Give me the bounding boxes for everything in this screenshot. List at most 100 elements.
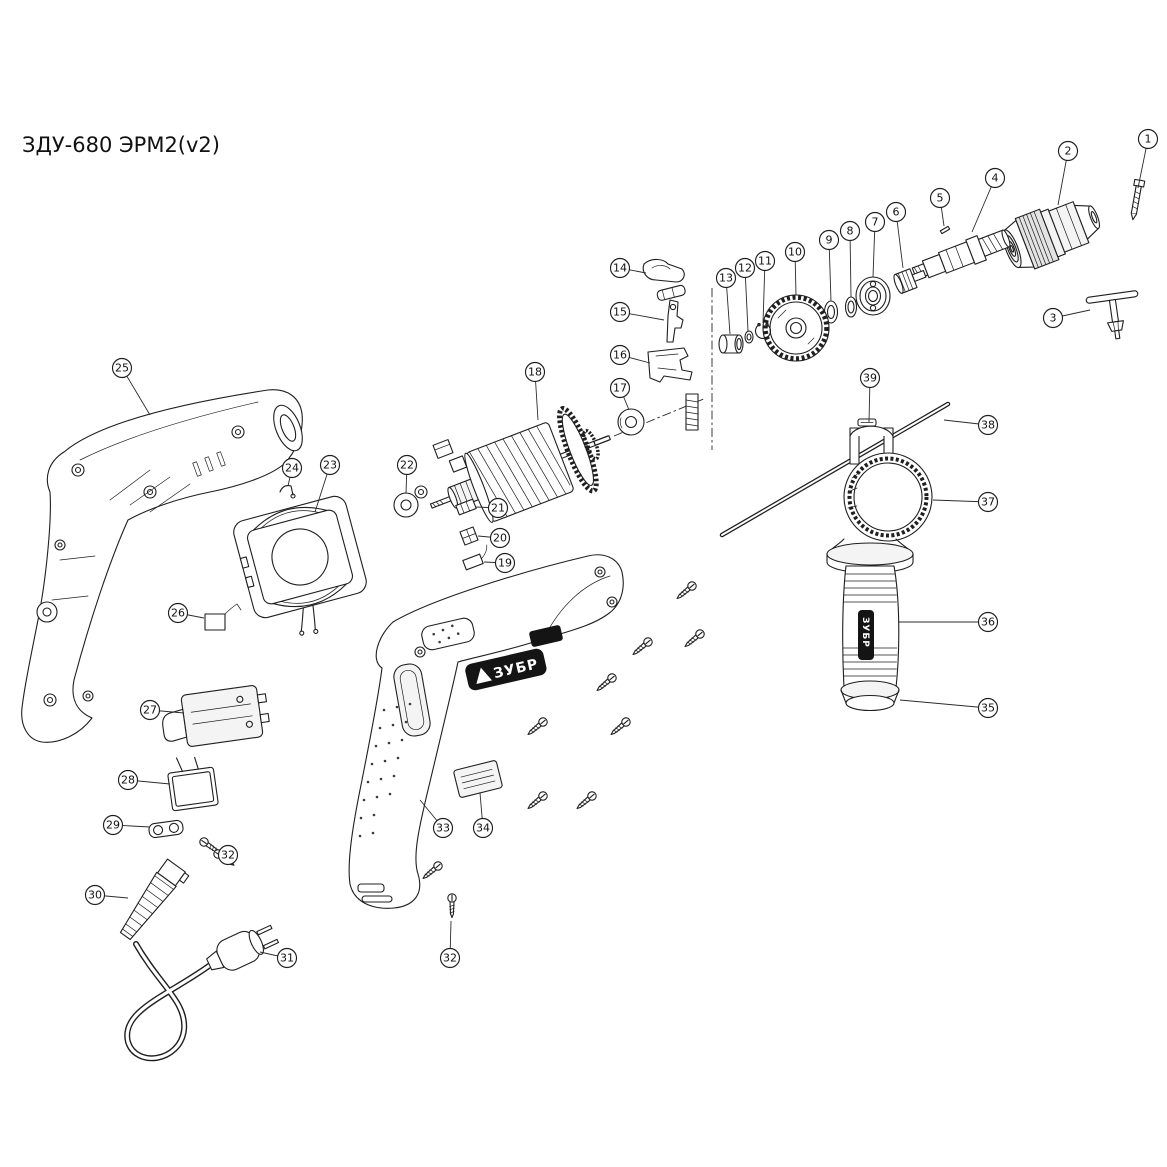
svg-text:3: 3 [1050, 312, 1057, 325]
callout-1: 1 [1137, 128, 1159, 150]
screw-housing-2 [629, 635, 655, 659]
mode-selector-bracket [647, 347, 693, 383]
power-plug [206, 924, 280, 971]
handle-end-cap [840, 680, 900, 712]
callout-14: 14 [609, 257, 631, 279]
svg-text:29: 29 [106, 819, 120, 832]
callout-24: 24 [281, 457, 303, 479]
screw-housing-8 [524, 789, 550, 813]
callout-leader-35 [899, 699, 989, 709]
callout-31: 31 [276, 947, 298, 969]
svg-text:23: 23 [323, 459, 337, 472]
callout-2: 2 [1057, 140, 1079, 162]
callout-17: 17 [609, 377, 631, 399]
callout-32: 32 [217, 844, 239, 866]
stator [233, 495, 367, 636]
svg-text:32: 32 [443, 952, 457, 965]
svg-text:33: 33 [436, 822, 450, 835]
stator-clip [279, 485, 296, 499]
svg-text:8: 8 [847, 225, 854, 238]
svg-text:28: 28 [121, 774, 135, 787]
svg-text:17: 17 [613, 382, 627, 395]
capacitor [167, 756, 219, 812]
svg-text:4: 4 [992, 172, 999, 185]
callout-33: 33 [432, 817, 454, 839]
svg-text:27: 27 [143, 704, 157, 717]
svg-text:15: 15 [613, 306, 627, 319]
selector-spring [685, 393, 699, 431]
svg-text:25: 25 [115, 362, 129, 375]
svg-text:9: 9 [826, 234, 833, 247]
power-cord [124, 941, 216, 1062]
callout-16: 16 [609, 344, 631, 366]
callout-25: 25 [111, 357, 133, 379]
callout-19: 19 [494, 552, 516, 574]
spacer-ring [617, 408, 645, 436]
callout-5: 5 [929, 187, 951, 209]
callout-layer: 1234567891011121314151617181920212223242… [84, 128, 1159, 969]
clamp-bracket [849, 418, 894, 465]
screw-housing-4 [593, 671, 619, 695]
screw-housing-5 [524, 715, 550, 739]
callout-30: 30 [84, 884, 106, 906]
screw-bottom [447, 893, 457, 919]
callout-21: 21 [487, 497, 509, 519]
callout-22: 22 [396, 454, 418, 476]
svg-text:30: 30 [88, 889, 102, 902]
callout-12: 12 [734, 257, 756, 279]
depth-rod [719, 401, 951, 538]
screw-housing-9 [419, 859, 445, 883]
callout-9: 9 [818, 229, 840, 251]
callout-20: 20 [489, 527, 511, 549]
callout-3: 3 [1042, 307, 1064, 329]
callout-37: 37 [977, 491, 999, 513]
screw-housing-3 [681, 627, 707, 651]
brand-label: ЗУБР [465, 648, 547, 691]
svg-text:37: 37 [981, 496, 995, 509]
svg-text:12: 12 [738, 262, 752, 275]
impact-cam-pair [642, 258, 686, 301]
armature [429, 406, 611, 523]
svg-text:6: 6 [893, 206, 900, 219]
hammer-lever [666, 299, 684, 343]
callout-leader-9 [828, 239, 832, 302]
callout-leader-8 [849, 230, 852, 298]
svg-text:32: 32 [221, 849, 235, 862]
diagram-title: ЗДУ-680 ЭРМ2(v2) [22, 133, 220, 157]
cable-clamp [148, 819, 184, 839]
callout-28: 28 [117, 769, 139, 791]
svg-text:7: 7 [872, 216, 879, 229]
svg-text:34: 34 [476, 822, 490, 835]
armature-bearing-washers [393, 485, 428, 518]
callout-38: 38 [977, 414, 999, 436]
handle-brand-label [858, 610, 874, 660]
svg-text:14: 14 [613, 262, 627, 275]
ball-bearing [855, 276, 891, 316]
svg-text:11: 11 [758, 255, 772, 268]
svg-text:20: 20 [493, 532, 507, 545]
carbon-brush [204, 603, 242, 631]
trigger-switch [162, 685, 270, 747]
handle-grip: ЗУБР [842, 565, 900, 689]
svg-text:22: 22 [400, 459, 414, 472]
housing-right-half: ЗУБР [348, 554, 624, 909]
svg-text:13: 13 [719, 272, 733, 285]
svg-text:31: 31 [280, 952, 294, 965]
svg-text:38: 38 [981, 419, 995, 432]
brand-text-handle: ЗУБР [860, 617, 870, 648]
housing-left-half [21, 389, 303, 743]
callout-27: 27 [139, 699, 161, 721]
svg-text:2: 2 [1065, 145, 1072, 158]
callout-10: 10 [784, 241, 806, 263]
callout-6: 6 [885, 201, 907, 223]
callout-7: 7 [864, 211, 886, 233]
svg-text:5: 5 [937, 192, 944, 205]
callout-leader-11 [762, 260, 766, 324]
brush-spring [455, 498, 477, 516]
aux-handle: ЗУБР [719, 401, 951, 712]
svg-text:21: 21 [491, 502, 505, 515]
callout-13: 13 [715, 267, 737, 289]
clamp-ring [843, 452, 933, 542]
callout-35: 35 [977, 697, 999, 719]
grip-pad [421, 617, 475, 651]
